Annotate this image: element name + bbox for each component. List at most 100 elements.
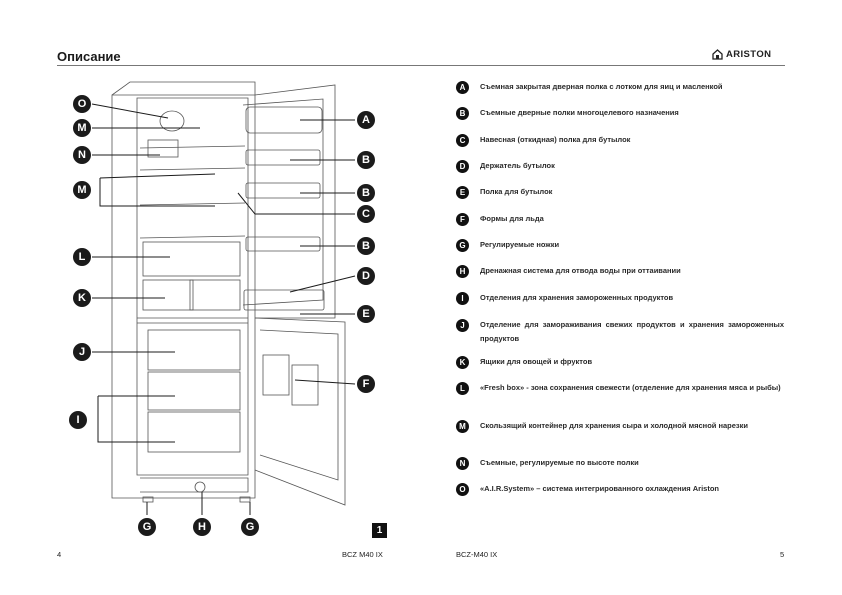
- callout-letter: E: [362, 308, 369, 320]
- callout-badge: [73, 289, 91, 307]
- legend-letter-badge: N: [456, 457, 469, 470]
- legend-description: Полка для бутылок: [480, 187, 553, 196]
- callout-letter: B: [362, 187, 370, 199]
- callout-letter: A: [362, 114, 370, 126]
- callout-c: C: [357, 205, 375, 223]
- brand-name: ARISTON: [726, 49, 772, 60]
- callout-m: M: [73, 181, 91, 199]
- callout-badge: [193, 518, 211, 536]
- callout-j: J: [73, 343, 91, 361]
- callout-badge: [73, 95, 91, 113]
- legend-item: G Регулируемые ножки: [456, 238, 786, 252]
- callout-letter: L: [79, 251, 86, 263]
- callout-badge: [241, 518, 259, 536]
- legend-item: E Полка для бутылок: [456, 185, 786, 199]
- callout-m: M: [73, 119, 91, 137]
- legend-description: Отделение для замораживания свежих проду…: [480, 320, 784, 343]
- callout-f: F: [357, 375, 375, 393]
- callout-letter: H: [198, 521, 206, 533]
- legend-description: Съемные, регулируемые по высоте полки: [480, 458, 639, 467]
- callout-l: L: [73, 248, 91, 266]
- legend-description: Дренажная система для отвода воды при от…: [480, 266, 681, 275]
- legend-description: Формы для льда: [480, 214, 544, 223]
- callout-letter: D: [362, 270, 370, 282]
- callout-letter: B: [362, 154, 370, 166]
- callout-o: O: [73, 95, 91, 113]
- legend-item: D Держатель бутылок: [456, 159, 786, 173]
- callout-k: K: [73, 289, 91, 307]
- figure-number-badge: 1: [372, 523, 387, 538]
- callout-badge: [357, 305, 375, 323]
- callout-badge: [69, 411, 87, 429]
- legend-letter-badge: E: [456, 186, 469, 199]
- legend-description: Держатель бутылок: [480, 161, 555, 170]
- legend-letter-badge: L: [456, 382, 469, 395]
- callout-letter: O: [78, 98, 87, 110]
- legend-description: «A.I.R.System» – система интегрированног…: [480, 484, 720, 493]
- legend-item: A Съемная закрытая дверная полка с лотком…: [456, 80, 786, 94]
- callout-b: B: [357, 184, 375, 202]
- callout-badge: [357, 205, 375, 223]
- callout-letter: G: [143, 521, 152, 533]
- legend-letter-badge: C: [456, 134, 469, 147]
- legend-description: Съемные дверные полки многоцелевого назн…: [480, 108, 679, 117]
- callout-badge: [357, 151, 375, 169]
- callout-d: D: [357, 267, 375, 285]
- callout-badge: [73, 146, 91, 164]
- legend-letter-badge: J: [456, 319, 469, 332]
- callout-badge: [357, 184, 375, 202]
- legend-item: N Съемные, регулируемые по высоте полки: [456, 456, 786, 470]
- legend-item: F Формы для льда: [456, 212, 786, 226]
- legend-description: Регулируемые ножки: [480, 240, 560, 249]
- callout-badge: [357, 267, 375, 285]
- legend-item: L«Fresh box» - зона сохранения свежести …: [456, 381, 786, 395]
- callout-badge: [73, 119, 91, 137]
- callout-letter: M: [77, 122, 86, 134]
- brand-logo: ARISTON: [712, 49, 771, 60]
- legend-description: Отделения для хранения замороженных прод…: [480, 293, 674, 302]
- legend-item: O «A.I.R.System» – система интегрированно…: [456, 482, 786, 496]
- legend-letter-badge: O: [456, 483, 469, 496]
- legend-letter-badge: B: [456, 107, 469, 120]
- left-model-code: BCZ M40 IX: [342, 550, 383, 559]
- legend-letter-badge: F: [456, 213, 469, 226]
- legend-letter-badge: H: [456, 265, 469, 278]
- callout-letter: G: [246, 521, 255, 533]
- legend-item: J Отделение для замораживания свежих прод…: [456, 318, 786, 346]
- legend-letter-badge: A: [456, 81, 469, 94]
- callout-letter: N: [78, 149, 86, 161]
- callout-b: B: [357, 151, 375, 169]
- legend-description: Скользящий контейнер для хранения сыра и…: [480, 421, 749, 430]
- callout-badge: [73, 248, 91, 266]
- legend-letter-badge: M: [456, 420, 469, 433]
- callout-g: G: [138, 518, 156, 536]
- callout-letter: C: [362, 208, 370, 220]
- legend-description: Ящики для овощей и фруктов: [480, 357, 593, 366]
- right-model-code: BCZ-M40 IX: [456, 550, 498, 559]
- callout-letter: B: [362, 240, 370, 252]
- callout-letter: J: [79, 346, 85, 358]
- callout-g: G: [241, 518, 259, 536]
- callout-a: A: [357, 111, 375, 129]
- callout-letter: M: [77, 184, 86, 196]
- house-logo-icon: [712, 49, 723, 60]
- callout-h: H: [193, 518, 211, 536]
- callout-badge: [357, 375, 375, 393]
- legend-letter-badge: G: [456, 239, 469, 252]
- page-title: Описание: [57, 49, 121, 64]
- legend-description: Съемная закрытая дверная полка с лотком …: [480, 82, 723, 91]
- legend-item: H Дренажная система для отвода воды при о…: [456, 264, 786, 278]
- callout-badge: [73, 343, 91, 361]
- callout-badge: [138, 518, 156, 536]
- legend-letter-badge: D: [456, 160, 469, 173]
- callout-letter: K: [78, 292, 86, 304]
- callout-i: I: [69, 411, 87, 429]
- left-page-number: 4: [57, 550, 62, 559]
- legend-item: M Скользящий контейнер для хранения сыра …: [456, 419, 786, 433]
- callout-badge: [73, 181, 91, 199]
- header-rule: [57, 65, 785, 66]
